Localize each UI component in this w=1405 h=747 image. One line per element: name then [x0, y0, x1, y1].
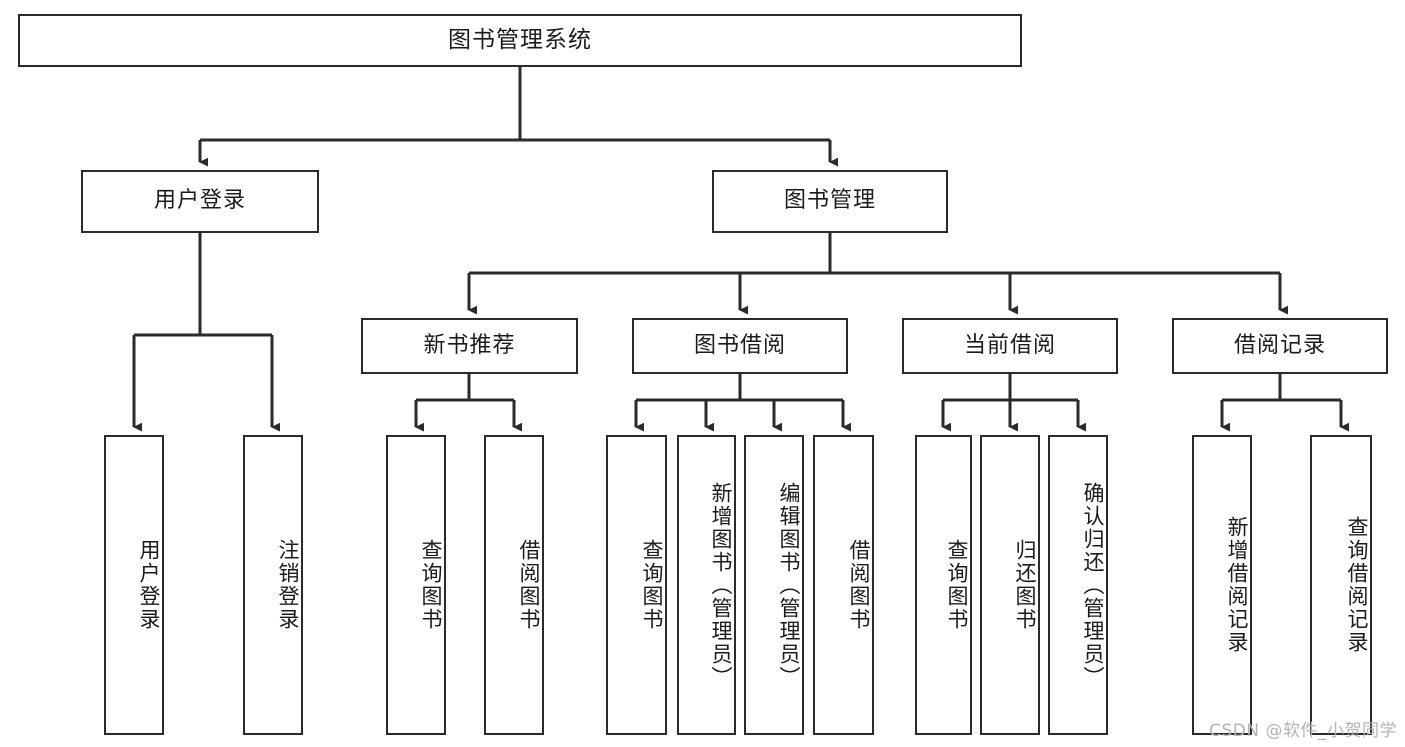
node-level3-current-borrow[interactable]: 当前借阅	[902, 318, 1118, 374]
node-leaf-borrow-books[interactable]: 借阅图书	[813, 435, 874, 735]
node-leaf-borrow-books-recommend[interactable]: 借阅图书	[484, 435, 544, 735]
node-leaf-return-books[interactable]: 归还图书	[980, 435, 1040, 735]
node-leaf-confirm-return-admin[interactable]: 确认归还（管理员）	[1048, 435, 1108, 735]
node-leaf-add-borrow-record[interactable]: 新增借阅记录	[1192, 435, 1252, 735]
node-level2-user-login[interactable]: 用户登录	[81, 170, 319, 233]
node-level3-book-borrow[interactable]: 图书借阅	[632, 318, 848, 374]
node-leaf-query-books-borrow[interactable]: 查询图书	[606, 435, 667, 735]
node-level2-book-management[interactable]: 图书管理	[712, 170, 948, 233]
node-level3-new-book-recommend[interactable]: 新书推荐	[361, 318, 578, 374]
node-leaf-query-books-current[interactable]: 查询图书	[915, 435, 972, 735]
node-leaf-query-books-recommend[interactable]: 查询图书	[386, 435, 446, 735]
node-leaf-query-borrow-record[interactable]: 查询借阅记录	[1310, 435, 1372, 735]
node-level3-borrow-records[interactable]: 借阅记录	[1172, 318, 1388, 374]
node-leaf-add-book-admin[interactable]: 新增图书（管理员）	[677, 435, 736, 735]
node-leaf-edit-book-admin[interactable]: 编辑图书（管理员）	[744, 435, 804, 735]
csdn-watermark: CSDN @软件_小贺同学	[1209, 721, 1397, 741]
node-root-system-title[interactable]: 图书管理系统	[18, 14, 1022, 67]
node-leaf-user-login[interactable]: 用户登录	[104, 435, 164, 735]
node-leaf-logout[interactable]: 注销登录	[243, 435, 303, 735]
